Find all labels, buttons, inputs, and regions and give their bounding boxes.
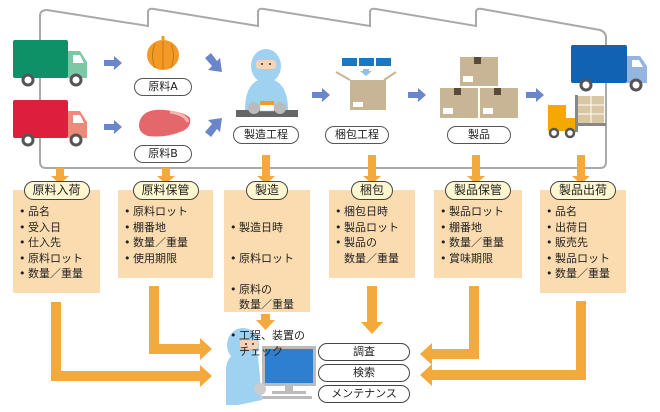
card-item: •原料ロット: [230, 251, 294, 265]
blue-truck-icon: [571, 45, 647, 92]
forklift-icon: [548, 95, 606, 139]
arrow-down-icon: [51, 168, 69, 184]
packing-process-label: 梱包工程: [325, 126, 389, 144]
card-item: •賞味期限: [440, 251, 493, 265]
card-item: •製造日時: [230, 220, 283, 234]
arrow-to-terminal-icon: [51, 302, 212, 387]
card-item: •販売先: [546, 236, 588, 249]
product-label: 製品: [447, 126, 511, 144]
arrow-right-icon: [312, 88, 330, 102]
function-investigate: 調査: [318, 343, 410, 361]
card-item: •棚番地: [124, 220, 166, 234]
factory-outline: [39, 7, 607, 169]
card-item: •製品ロット: [335, 220, 399, 234]
arrow-down-icon: [361, 286, 383, 334]
card-item: •原料の 数量／重量: [230, 282, 294, 312]
card-item: •品名: [546, 205, 577, 218]
arrow-down-icon: [157, 168, 175, 184]
card-item: •梱包日時: [335, 205, 388, 218]
card-item: •品名: [19, 205, 50, 218]
worker-icon: [236, 49, 298, 117]
card-manufacturing: 製造 •製造日時 •原料ロット •原料の 数量／重量 •工程、装置の チェック: [224, 181, 310, 358]
meat-icon: [139, 109, 191, 137]
product-boxes-icon: [440, 57, 518, 118]
function-search: 検索: [318, 364, 410, 382]
material-a-label: 原料A: [134, 78, 192, 96]
card-title: 製品保管: [444, 181, 512, 200]
arrow-up-right-icon: [205, 118, 222, 137]
arrow-right-icon: [408, 88, 426, 102]
arrow-down-icon: [256, 314, 275, 330]
card-title: 原料保管: [132, 181, 199, 200]
card-item: •数量／重量: [19, 267, 83, 280]
card-item: •受入日: [19, 220, 61, 234]
arrow-down-icon: [572, 155, 590, 184]
card-title: 製造: [245, 181, 289, 200]
card-title: 梱包: [350, 181, 394, 200]
arrow-right-icon: [104, 120, 122, 134]
arrow-right-icon: [526, 88, 544, 102]
arrow-right-icon: [104, 56, 122, 70]
arrow-down-icon: [467, 155, 485, 184]
card-title: 製品出荷: [549, 181, 617, 200]
arrow-from-shipping-icon: [420, 301, 586, 386]
arrow-from-storage-icon: [420, 286, 479, 365]
card-product-shipping: 製品出荷 •品名 •出荷日 •販売先 •製品ロット •数量／重量: [540, 181, 626, 293]
arrow-down-icon: [363, 155, 381, 184]
card-packing: 梱包 •梱包日時 •製品ロット •製品の 数量／重量: [329, 181, 415, 278]
card-item: •数量／重量: [124, 236, 188, 249]
material-b-label: 原料B: [134, 145, 192, 163]
card-title: 原料入荷: [23, 181, 90, 200]
card-item: •製品ロット: [546, 251, 610, 265]
card-item: •工程、装置の チェック: [230, 329, 305, 358]
card-item: •仕入先: [19, 236, 61, 249]
onion-icon: [147, 36, 179, 70]
card-item: •数量／重量: [546, 267, 610, 280]
green-truck-icon: [13, 40, 87, 87]
manufacturing-process-label: 製造工程: [233, 126, 299, 144]
card-item: •出荷日: [546, 220, 588, 234]
card-product-storage: 製品保管 •製品ロット •棚番地 •数量／重量 •賞味期限: [434, 181, 522, 278]
arrow-down-icon: [257, 155, 275, 184]
card-material-receiving: 原料入荷 •品名 •受入日 •仕入先 •原料ロット •数量／重量: [13, 181, 100, 293]
card-item: •棚番地: [440, 220, 482, 234]
arrow-down-right-icon: [205, 53, 222, 72]
card-item: •数量／重量: [440, 236, 504, 249]
card-item: •原料ロット: [124, 205, 188, 218]
card-item: •原料ロット: [19, 251, 83, 265]
card-item: •製品ロット: [440, 205, 504, 218]
red-truck-icon: [13, 100, 87, 147]
card-material-storage: 原料保管 •原料ロット •棚番地 •数量／重量 •使用期限: [118, 181, 213, 278]
packing-box-icon: [335, 58, 397, 110]
arrow-to-terminal-icon: [149, 286, 212, 360]
card-item: •使用期限: [124, 251, 177, 265]
function-maintenance: メンテナンス: [318, 385, 410, 403]
operator-at-computer-icon: [226, 328, 316, 405]
card-item: •製品の 数量／重量: [335, 236, 399, 265]
